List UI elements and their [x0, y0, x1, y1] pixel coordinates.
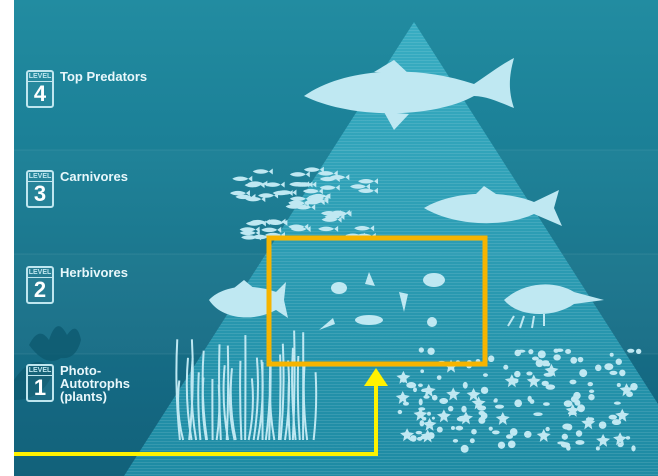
level-3-label: Carnivores	[60, 169, 128, 184]
highlight-box	[266, 235, 488, 367]
level-2-label: Herbivores	[60, 265, 128, 280]
level-3-group: LEVEL 3 Carnivores	[26, 170, 128, 208]
zooplankton-icon	[319, 272, 445, 330]
level-1-badge: LEVEL 1	[26, 364, 54, 402]
level-4-badge-word: LEVEL	[28, 73, 52, 82]
level-4-group: LEVEL 4 Top Predators	[26, 70, 147, 108]
level-4-badge: LEVEL 4	[26, 70, 54, 108]
level-1-number: 1	[33, 375, 47, 400]
shrimp-icon	[504, 284, 604, 329]
fish-school-icon	[229, 166, 379, 241]
level-3-badge-word: LEVEL	[28, 173, 52, 182]
level-4-label: Top Predators	[60, 69, 148, 84]
cod-icon	[424, 186, 562, 226]
level-4-number: 4	[33, 81, 47, 106]
level-3-number: 3	[33, 181, 47, 206]
level-2-group: LEVEL 2 Herbivores	[26, 266, 128, 304]
level-1-label: Photo- Autotrophs (plants)	[60, 363, 131, 404]
level-3-badge: LEVEL 3	[26, 170, 54, 208]
tuna-icon	[304, 58, 514, 130]
pyramid-illustration	[14, 22, 658, 476]
ocean-background: LEVEL 4 Top Predators LEVEL 3 Carnivores…	[14, 0, 658, 476]
level-1-badge-word: LEVEL	[28, 367, 52, 376]
level-1-group: LEVEL 1 Photo- Autotrophs (plants)	[26, 364, 130, 403]
phytoplankton-icon	[395, 347, 642, 453]
pointer-arrow-icon	[14, 380, 378, 456]
pointer-arrowhead	[364, 368, 388, 386]
level-2-badge-word: LEVEL	[28, 269, 52, 278]
coral-icon	[14, 326, 81, 400]
level-2-badge: LEVEL 2	[26, 266, 54, 304]
level-2-number: 2	[33, 277, 47, 302]
